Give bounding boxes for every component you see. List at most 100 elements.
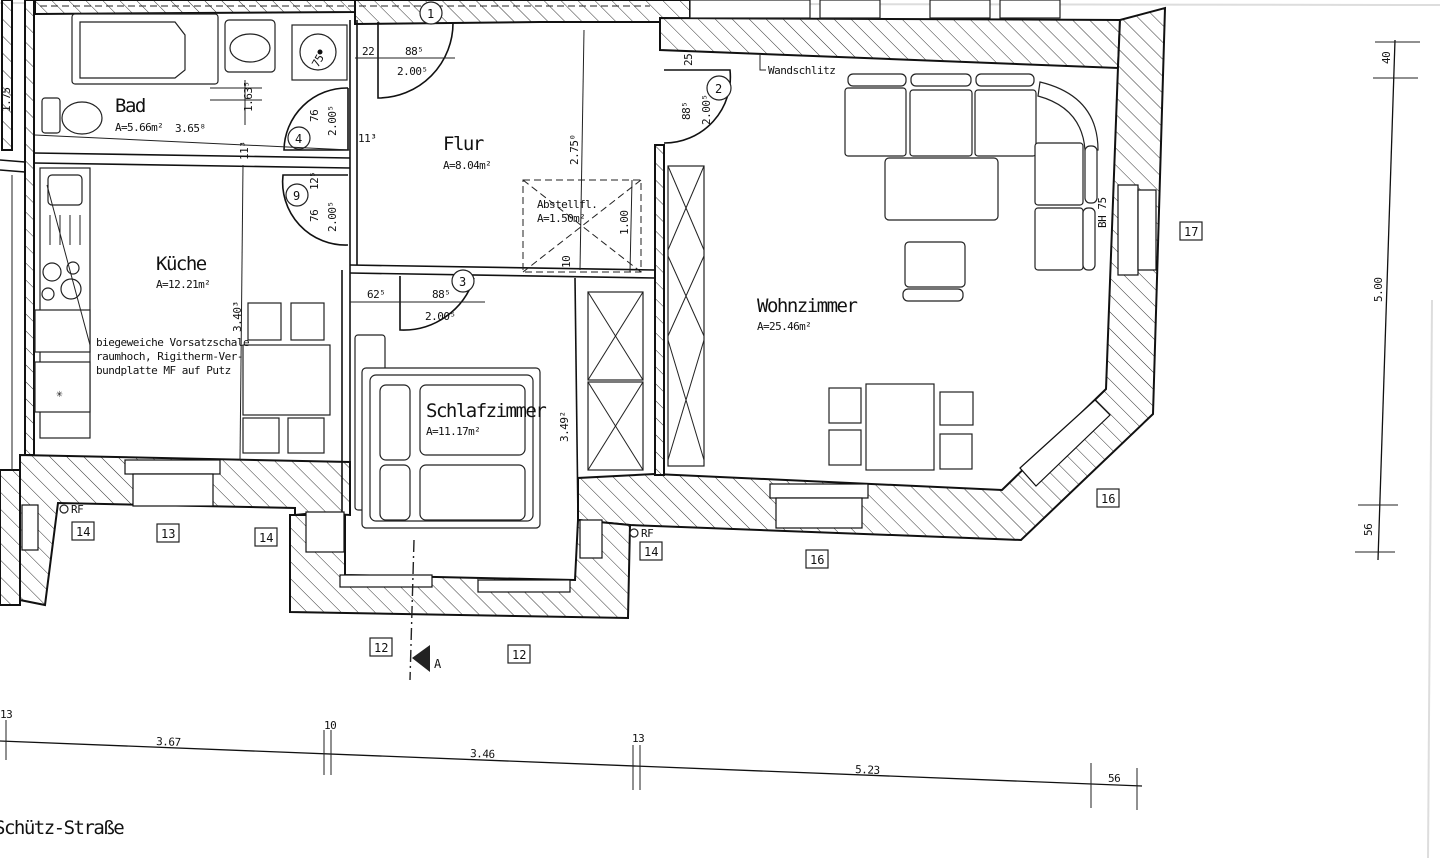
dim-door2-height: 2.00⁵: [700, 94, 713, 125]
wall-left: [0, 469, 21, 606]
tag-16-a: 16: [1101, 492, 1115, 506]
door-2-number: 2: [715, 82, 722, 96]
kitchen-table: [242, 344, 331, 416]
coffee-table: [884, 157, 999, 221]
door-2-marker: [706, 75, 732, 101]
dim-22: 22: [362, 45, 374, 58]
room-name-flur: Flur: [443, 133, 484, 155]
wall-top-wohn: [659, 16, 1122, 70]
room-area-flur: A=8.04m²: [443, 159, 491, 172]
section-arrow-icon: [412, 645, 430, 672]
dim-door2-top: 25: [682, 54, 695, 66]
dim-door9-offset: 12⁵: [308, 172, 321, 190]
dim-door3-left: 62⁵: [367, 288, 385, 301]
furniture: ✳: [34, 0, 1099, 529]
wall-top-bad: [34, 0, 356, 16]
tag-12-b: 12: [512, 648, 526, 662]
dim-bottom-367: 3.67: [156, 735, 181, 749]
note-vorsatz-line-1: biegeweiche Vorsatzschale: [96, 336, 249, 349]
dim-door3-width: 88⁵: [432, 288, 450, 301]
room-name-kueche: Küche: [156, 253, 207, 275]
dim-right-40: 40: [1380, 52, 1393, 64]
dim-kueche-height: 3.40³: [231, 301, 244, 332]
partitions: [0, 20, 656, 521]
wall-flur-wohn: [654, 144, 665, 476]
dim-door4-width: 76: [308, 110, 321, 122]
dim-113-b: 11³: [358, 132, 376, 145]
note-sill-height: BH 75: [1096, 197, 1109, 228]
door-4-marker: [287, 126, 311, 150]
extractor-icon: ✳: [56, 387, 63, 400]
tag-14-c: 14: [644, 545, 658, 559]
door-9-number: 9: [293, 189, 300, 203]
windows: [21, 184, 1157, 593]
door-4-swing: [283, 87, 349, 151]
right-dimension-chain: 40 5.00 56: [1355, 39, 1420, 561]
scan-edge-right: [1427, 299, 1433, 858]
armchair: [904, 241, 966, 288]
dim-10: 10: [560, 256, 573, 268]
wall-exterior-kueche: [19, 453, 351, 607]
tag-17: 17: [1184, 225, 1198, 239]
tag-14-b: 14: [259, 531, 273, 545]
note-rf-1: RF: [71, 503, 83, 516]
room-name-abstell: Abstellfl.: [537, 198, 597, 211]
dim-door3-height: 2.00⁵: [425, 310, 456, 323]
room-area-wohn: A=25.46m²: [757, 320, 811, 333]
section-label: A: [434, 657, 442, 671]
door-1-swing: [377, 21, 454, 99]
doors: 1 2 3 4 9: [281, 1, 732, 331]
tag-12-a: 12: [374, 641, 388, 655]
dim-bottom-346: 3.46: [470, 747, 495, 761]
sofa: [844, 73, 1099, 271]
dining-table: [865, 383, 935, 471]
dim-bottom-13-b: 13: [632, 732, 644, 745]
door-2-swing: [663, 69, 732, 144]
room-name-wohn: Wohnzimmer: [757, 295, 857, 317]
door-3-number: 3: [459, 275, 466, 289]
door-9-marker: [285, 183, 309, 207]
dim-abstell-height: 1.00: [618, 211, 631, 236]
dim-113-a: 11³: [238, 142, 251, 160]
dim-door1-height: 2.00⁵: [397, 65, 428, 78]
door-3-marker: [451, 269, 475, 293]
room-area-abstell: A=1.50m²: [537, 212, 585, 225]
room-area-schlaf: A=11.17m²: [426, 425, 480, 438]
room-name-schlaf: Schlafzimmer: [426, 400, 546, 422]
room-area-kueche: A=12.21m²: [156, 278, 210, 291]
door-1-marker: [419, 1, 443, 25]
tag-13: 13: [161, 527, 175, 541]
tag-16-b: 16: [810, 553, 824, 567]
dim-shower: 75: [309, 52, 326, 69]
dim-door1-width: 88⁵: [405, 45, 423, 58]
rf-marker-icon: [629, 528, 639, 538]
room-area-bad: A=5.66m²: [115, 121, 163, 134]
dim-bad-height: 1.63⁵: [242, 81, 255, 112]
toilet: [61, 101, 103, 135]
dim-left: 1.75: [0, 88, 13, 113]
door-1-number: 1: [427, 7, 434, 21]
dim-bottom-13-a: 13: [0, 708, 12, 721]
dim-right-56: 56: [1362, 524, 1375, 536]
door-4-number: 4: [295, 132, 302, 146]
street-name: Schütz-Straße: [0, 817, 124, 839]
bottom-dimension-chain: 13 3.67 10 3.46 13 5.23 56: [0, 708, 1143, 810]
dim-bad-width: 3.65⁸: [175, 122, 206, 135]
note-vorsatz-line-2: raumhoch, Rigitherm-Ver-: [96, 350, 243, 363]
dim-bottom-523: 5.23: [855, 763, 880, 777]
dim-door9-height: 2.00⁵: [326, 201, 339, 232]
note-rf-2: RF: [641, 527, 653, 540]
note-wandschlitz: Wandschlitz: [768, 64, 835, 77]
door-9-swing: [281, 174, 349, 246]
dim-flur-height: 2.75⁰: [568, 134, 581, 165]
dim-bottom-10: 10: [324, 719, 336, 732]
dim-bottom-56: 56: [1108, 772, 1120, 785]
dim-door2-width: 88⁵: [680, 102, 693, 120]
room-name-bad: Bad: [115, 95, 145, 117]
living-cabinet: [667, 165, 705, 467]
rf-marker-icon: [59, 504, 69, 514]
dim-right-500: 5.00: [1372, 278, 1385, 303]
dim-schlaf-height: 3.49²: [558, 411, 571, 442]
dim-door4-height: 2.00⁵: [326, 105, 339, 136]
